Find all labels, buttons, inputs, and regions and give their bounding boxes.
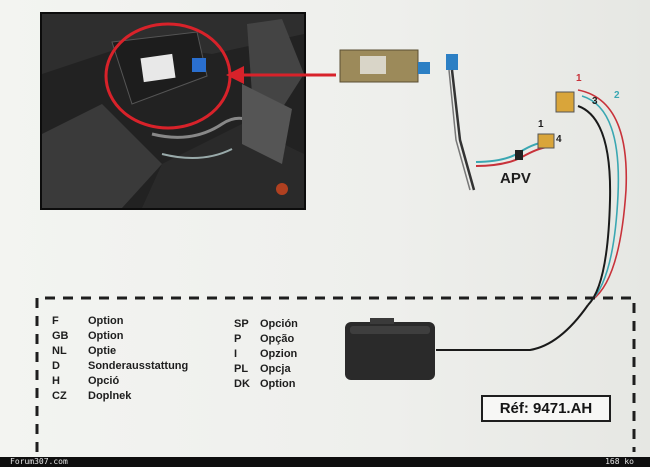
language-term: Doplnek <box>88 390 132 402</box>
language-row: F Option <box>52 314 188 329</box>
language-code: NL <box>52 345 67 357</box>
language-row: SP Opción <box>234 317 298 332</box>
language-code: H <box>52 375 60 387</box>
language-code: PL <box>234 363 249 375</box>
connector-b <box>555 91 575 113</box>
footer-site: Forum307.com <box>10 457 68 466</box>
language-row: DK Option <box>234 377 298 392</box>
language-row: P Opção <box>234 332 298 347</box>
language-code: I <box>234 348 238 360</box>
language-code: GB <box>52 330 69 342</box>
language-term: Opción <box>260 318 298 330</box>
language-list-left: F Option GB Option NL Optie D Sonderausstatt… <box>52 314 188 404</box>
language-term: Option <box>260 378 296 390</box>
language-row: GB Option <box>52 329 188 344</box>
language-row: NL Optie <box>52 344 188 359</box>
language-term: Opció <box>88 375 120 387</box>
wire-bundle <box>436 89 628 351</box>
pin-label-a-4: 4 <box>556 134 562 145</box>
arrow-icon <box>226 66 336 84</box>
language-code: F <box>52 315 59 327</box>
footer-size: 168 ko <box>605 457 634 466</box>
pin-label-b-2: 2 <box>614 90 620 101</box>
language-term: Sonderausstattung <box>88 360 189 372</box>
language-row: H Opció <box>52 374 188 389</box>
dashed-frame <box>35 296 636 452</box>
pin-label-b-1: 1 <box>576 73 582 84</box>
language-row: CZ Doplnek <box>52 389 188 404</box>
language-term: Opção <box>260 333 295 345</box>
language-term: Optie <box>88 345 117 357</box>
control-box-illustration <box>345 318 435 380</box>
pin-label-b-3: 3 <box>592 96 598 107</box>
language-row: PL Opcja <box>234 362 298 377</box>
language-row: D Sonderausstattung <box>52 359 188 374</box>
apv-lead <box>475 133 555 167</box>
language-code: SP <box>234 318 249 330</box>
language-list-right: SP Opción P Opção I Opzion PL Opcja DK Option <box>234 317 298 392</box>
language-term: Opcja <box>260 363 291 375</box>
language-term: Option <box>88 315 124 327</box>
reference-box: Réf: 9471.AH <box>481 395 611 422</box>
footer-bar: Forum307.com 168 ko <box>0 457 650 467</box>
module-illustration <box>339 49 430 83</box>
language-code: P <box>234 333 242 345</box>
harness-illustration <box>446 54 476 191</box>
language-row: I Opzion <box>234 347 298 362</box>
installation-photo <box>40 12 306 210</box>
language-term: Opzion <box>260 348 298 360</box>
pin-label-a-1: 1 <box>538 119 544 130</box>
apv-label: APV <box>500 170 531 187</box>
language-code: D <box>52 360 60 372</box>
language-code: DK <box>234 378 250 390</box>
language-term: Option <box>88 330 124 342</box>
language-code: CZ <box>52 390 67 402</box>
